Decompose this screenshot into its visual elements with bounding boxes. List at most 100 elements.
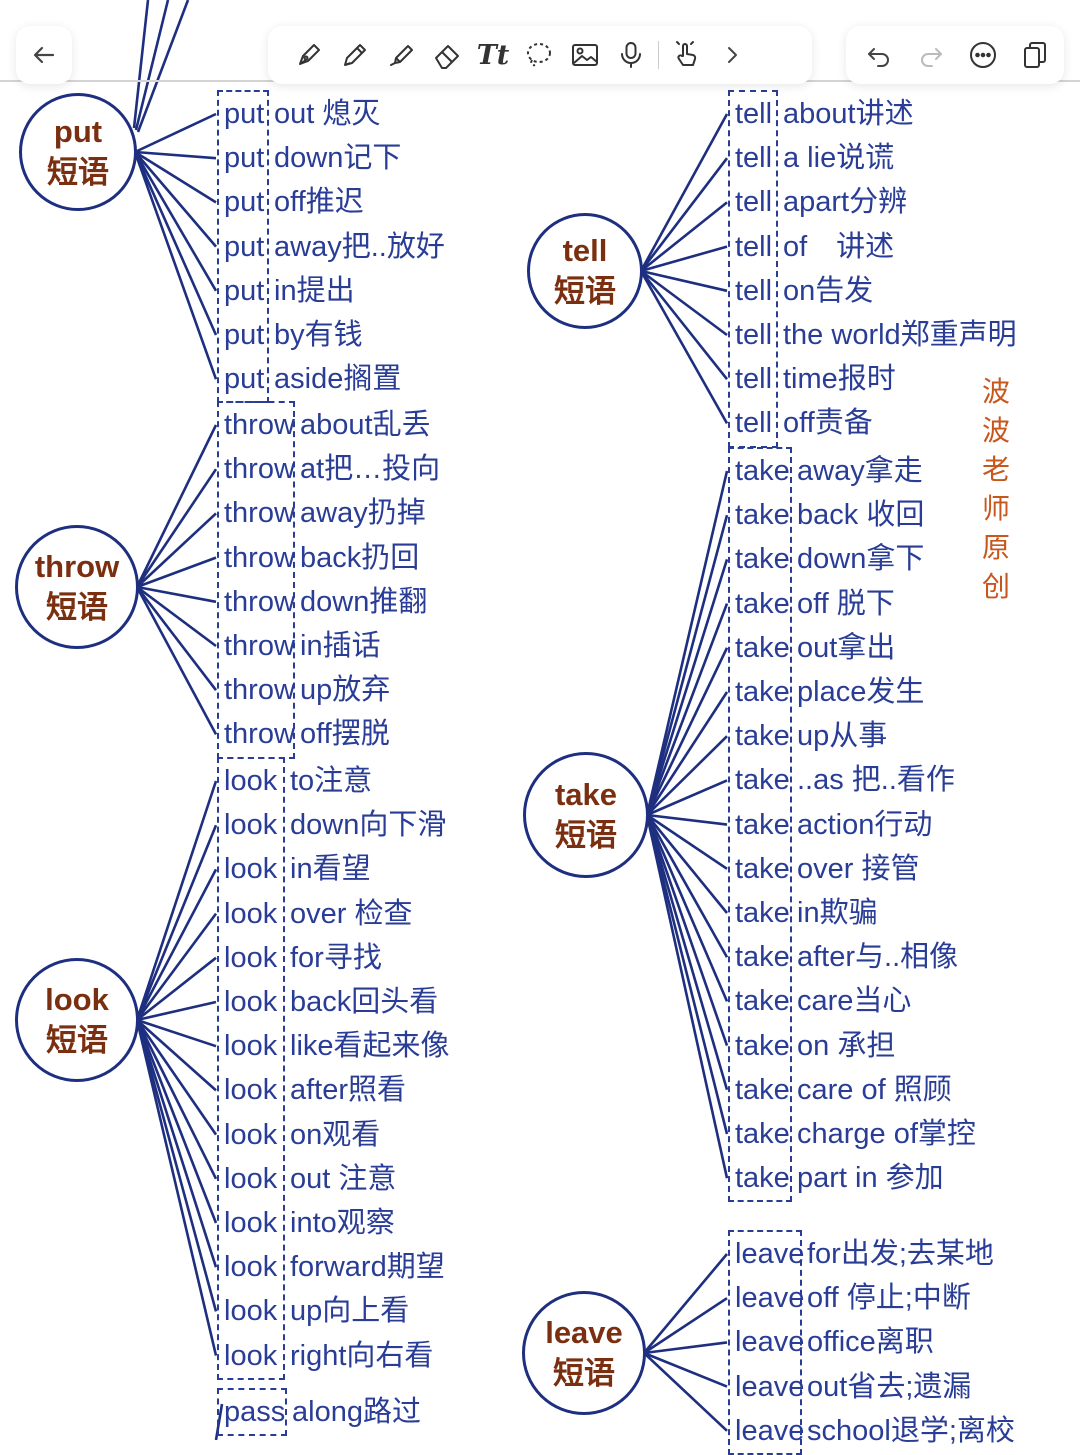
tell-phrase-verb: tell [735, 363, 773, 396]
look-connector-line [135, 780, 218, 1021]
take-hub-word: take [554, 777, 618, 812]
take-phrase-meaning: ..as 把..看作 [797, 764, 955, 797]
put-phrase-meaning: off推迟 [274, 186, 364, 219]
look-phrase-verb: look [224, 941, 278, 974]
put-connector-line [134, 112, 217, 154]
take-phrase-meaning: off 脱下 [797, 587, 895, 620]
look-phrase-meaning: down向下滑 [290, 809, 447, 842]
look-phrase-meaning: into观察 [290, 1207, 395, 1239]
take-phrase-verb: take [735, 1029, 790, 1062]
tell-phrase-meaning: on告发 [783, 274, 874, 307]
take-phrase-verb: take [735, 631, 790, 664]
tell-connector-line [640, 269, 728, 293]
put-hub-word: put [53, 114, 103, 149]
take-phrase-verb: take [735, 985, 790, 1018]
take-hub-label: 短语 [555, 818, 617, 853]
fountain-pen-icon [299, 44, 320, 65]
take-connector-line [646, 813, 728, 826]
take-connector-line [645, 814, 729, 1047]
put-hub[interactable]: put 短语 [19, 93, 137, 211]
text-tool[interactable]: Tt [470, 32, 516, 78]
look-phrase-meaning: up向上看 [290, 1295, 410, 1328]
look-phrase-verb: look [224, 1251, 278, 1284]
look-connector-line [135, 912, 218, 1021]
throw-phrase-verb: throw [224, 409, 295, 441]
insert-image-tool[interactable] [562, 32, 608, 78]
look-phrase-meaning: for寻找 [290, 941, 382, 974]
lasso-tool[interactable] [516, 32, 562, 78]
touch-gesture-tool[interactable] [663, 32, 709, 78]
take-connector-line [645, 814, 729, 1135]
redo-icon [921, 48, 942, 67]
look-phrase-verb: look [224, 1295, 278, 1328]
throw-connector-line [135, 424, 218, 588]
look-connector-line [135, 1019, 218, 1180]
throw-connector-line [136, 556, 217, 589]
put-connector-line [134, 150, 217, 204]
expand-toolbar-button[interactable] [709, 32, 755, 78]
take-connector-line [646, 813, 728, 870]
take-phrase-meaning: away拿走 [797, 455, 923, 487]
take-hub[interactable]: take 短语 [523, 752, 649, 878]
tell-hub-word: tell [562, 233, 608, 268]
eraser-tool[interactable] [424, 32, 470, 78]
take-connector-line [645, 470, 729, 816]
fountain-pen-tool[interactable] [286, 32, 332, 78]
tell-connector-line [639, 157, 729, 272]
leave-phrase-verb: leave [735, 1282, 805, 1315]
tell-phrase-meaning: of 讲述 [783, 230, 895, 263]
put-connector-line [134, 151, 217, 248]
tell-connector-line [640, 245, 728, 273]
redo-button[interactable] [908, 32, 954, 78]
take-connector-line [646, 779, 728, 817]
take-phrase-meaning: charge of掌控 [797, 1118, 976, 1150]
look-phrase-meaning: back回头看 [290, 986, 439, 1018]
highlighter-tool[interactable] [378, 32, 424, 78]
throw-phrase-meaning: off摆脱 [300, 718, 390, 751]
look-phrase-meaning: like看起来像 [290, 1030, 450, 1063]
take-phrase-verb: take [735, 543, 790, 576]
tell-phrase-verb: tell [735, 407, 773, 440]
tell-phrase-meaning: about讲述 [783, 98, 914, 130]
author-signature: 波 波 老 师 原 创 [976, 372, 1016, 606]
look-hub-label: 短语 [46, 1023, 108, 1058]
take-phrase-meaning: place发生 [797, 676, 925, 708]
tell-phrase-meaning: a lie说谎 [783, 142, 895, 175]
take-phrase-meaning: action行动 [797, 808, 933, 841]
more-options-button[interactable] [960, 32, 1006, 78]
pages-button[interactable] [1012, 32, 1058, 78]
take-phrase-verb: take [735, 1073, 790, 1106]
offscreen-connector [132, 0, 150, 129]
voice-record-tool[interactable] [608, 32, 654, 78]
leave-phrase-meaning: out省去;遗漏 [807, 1370, 972, 1403]
throw-connector-line [136, 585, 217, 648]
undo-button[interactable] [856, 32, 902, 78]
look-connector-line [135, 1019, 218, 1224]
throw-phrase-verb: throw [224, 674, 295, 707]
pencil-tool[interactable] [332, 32, 378, 78]
put-connector-line [133, 151, 218, 292]
take-connector-line [645, 691, 729, 816]
touch-gesture-icon [676, 41, 697, 66]
signature-char: 老 [981, 453, 1010, 486]
throw-phrase-meaning: up放弃 [300, 674, 391, 707]
take-phrase-meaning: out拿出 [797, 631, 896, 664]
back-button[interactable] [21, 32, 67, 78]
leave-phrase-meaning: off 停止;中断 [807, 1282, 971, 1315]
take-phrase-verb: take [735, 808, 790, 841]
throw-hub-label: 短语 [46, 590, 108, 625]
put-phrase-verb: put [224, 230, 265, 263]
look-phrase-meaning: after照看 [290, 1074, 407, 1107]
leave-phrase-meaning: office离职 [807, 1326, 934, 1359]
put-hub-label: 短语 [47, 155, 109, 190]
put-connector-line [133, 151, 218, 380]
text-tool-icon: Tt [476, 39, 510, 71]
signature-char: 波 [981, 414, 1010, 447]
throw-phrase-verb: throw [224, 541, 295, 574]
throw-phrase-meaning: in插话 [300, 630, 381, 662]
take-connector-line [645, 814, 729, 1179]
